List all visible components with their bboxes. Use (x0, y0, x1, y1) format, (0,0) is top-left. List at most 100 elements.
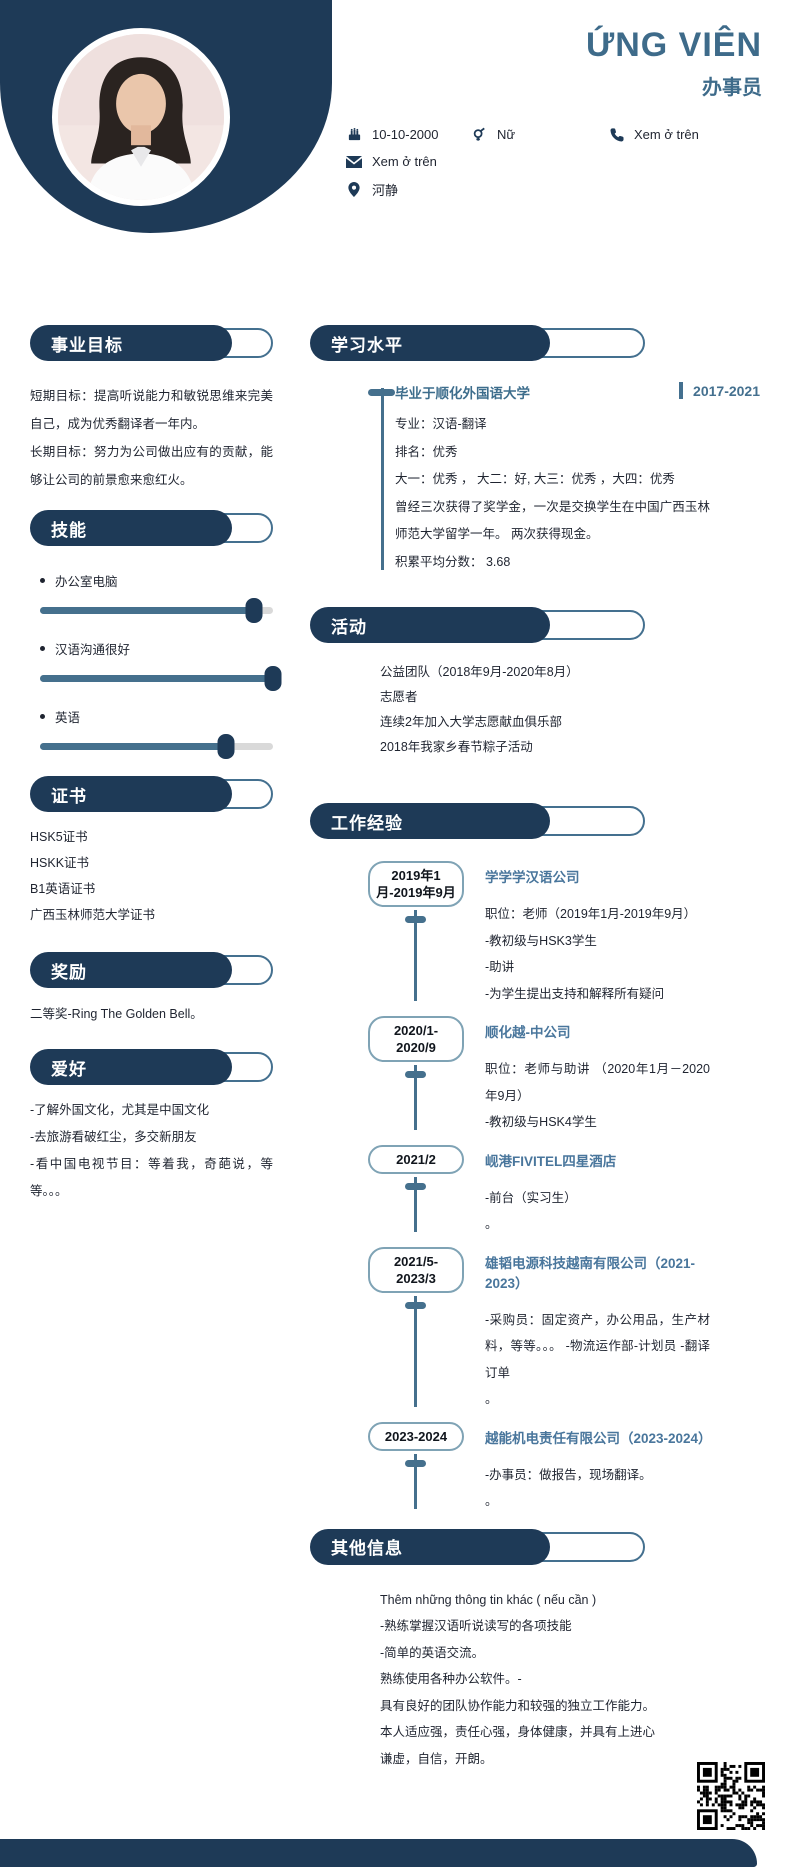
profile-photo-image (58, 34, 224, 200)
section-certificates-header: 证书 (30, 776, 273, 812)
timeline-line (414, 1295, 417, 1407)
timeline-marker-icon (405, 1071, 426, 1078)
timeline-marker-icon (405, 916, 426, 923)
section-title: 学习水平 (310, 325, 550, 361)
education-school: 毕业于顺化外国语大学 (395, 386, 530, 401)
email-icon (345, 155, 363, 168)
experience-company: 越能机电责任有限公司（2023-2024） (485, 1430, 712, 1446)
experience-detail: -采购员：固定资产，办公用品，生产材料，等等。。。 -物流运作部-计划员 -翻译… (485, 1312, 710, 1380)
contact-birthday: 10-10-2000 (345, 127, 439, 142)
skill-slider-thumb (217, 734, 235, 759)
bullet-icon (40, 578, 45, 583)
experience-company: 岘港FIVITEL四星酒店 (485, 1153, 617, 1169)
other-info-line: 谦虚，自信，开朗。 (380, 1751, 493, 1766)
period-bar-icon (679, 382, 684, 399)
experience-entry: 2023-2024 越能机电责任有限公司（2023-2024） -办事员：做报告… (310, 1421, 765, 1515)
experience-period-badge: 2019年1月-2019年9月 (368, 861, 464, 907)
skill-slider-fill (40, 743, 227, 750)
right-column: 学习水平 毕业于顺化外国语大学 2017-2021 专业：汉语-翻译 排名：优秀… (310, 325, 765, 1772)
experience-detail: -助讲 (485, 960, 515, 974)
objective-text-1: 短期目标：提高听说能力和敏锐思维来完美自己，成为优秀翻译者一年内。 (30, 389, 273, 431)
section-education-header: 学习水平 (310, 325, 645, 361)
timeline-line (414, 1453, 417, 1509)
section-hobbies-header: 爱好 (30, 1049, 273, 1085)
section-other-header: 其他信息 (310, 1528, 645, 1565)
certificate-item: B1英语证书 (30, 882, 96, 896)
certificate-item: HSKK证书 (30, 856, 90, 870)
section-title: 技能 (30, 510, 232, 546)
objective-text-2: 长期目标：努力为公司做出应有的贡献，能够让公司的前景愈来愈红火。 (30, 445, 273, 487)
experience-entry: 2021/5-2023/3 雄韬电源科技越南有限公司（2021-2023） -采… (310, 1246, 765, 1413)
experience-detail: -为学生提出支持和解释所有疑问 (485, 986, 665, 1001)
contact-phone-text: Xem ở trên (634, 127, 699, 142)
skill-slider-thumb (264, 666, 282, 691)
skill-slider (40, 598, 273, 623)
section-title: 事业目标 (30, 325, 232, 361)
experience-detail: 职位：老师（2019年1月-2019年9月） (485, 907, 697, 921)
contact-phone: Xem ở trên (607, 127, 699, 142)
activity-line: 2018年我家乡春节粽子活动 (380, 740, 533, 754)
education-detail: 大一：优秀 ， 大二：好, 大三：优秀 ，大四：优秀 (395, 472, 675, 486)
activity-line: 连续2年加入大学志愿献血俱乐部 (380, 715, 562, 729)
section-title: 其他信息 (310, 1528, 550, 1565)
experience-detail: -前台（实习生） (485, 1190, 577, 1205)
hobby-line: -去旅游看破红尘，多交新朋友 (30, 1130, 197, 1144)
bullet-icon (40, 714, 45, 719)
contact-email-text: Xem ở trên (372, 154, 437, 169)
left-column: 事业目标 短期目标：提高听说能力和敏锐思维来完美自己，成为优秀翻译者一年内。 长… (30, 325, 282, 1205)
phone-icon (607, 127, 625, 142)
section-title: 奖励 (30, 952, 232, 988)
hobby-line: -看中国电视节目：等着我，奇葩说，等等。。。 (30, 1157, 273, 1198)
contact-gender-text: Nữ (497, 127, 516, 142)
section-title: 爱好 (30, 1049, 232, 1085)
experience-detail: -办事员：做报告，现场翻译。 (485, 1467, 652, 1482)
experience-detail: 。 (485, 1494, 498, 1508)
skill-slider-fill (40, 607, 255, 614)
experience-period-badge: 2023-2024 (368, 1421, 464, 1451)
other-info-line: -简单的英语交流。 (380, 1645, 485, 1660)
other-info-line: 熟练使用各种办公软件。- (380, 1672, 522, 1686)
award-item: 二等奖-Ring The Golden Bell。 (30, 1007, 203, 1021)
section-activities-header: 活动 (310, 607, 645, 643)
certificate-item: 广西玉林师范大学证书 (30, 908, 156, 922)
profile-photo (52, 28, 230, 206)
experience-entry: 2020/1-2020/9 顺化越-中公司 职位：老师与助讲 （2020年1月－… (310, 1016, 765, 1136)
skill-slider (40, 734, 273, 759)
section-title: 证书 (30, 776, 232, 812)
experience-detail: 职位：老师与助讲 （2020年1月－2020年9月） (485, 1062, 710, 1103)
other-info-line: 具有良好的团队协作能力和较强的独立工作能力。 (380, 1698, 656, 1713)
hobby-line: -了解外国文化，尤其是中国文化 (30, 1103, 210, 1117)
contact-gender: Nữ (470, 127, 515, 142)
experience-period-badge: 2021/2 (368, 1144, 464, 1174)
skill-label: 汉语沟通很好 (55, 643, 131, 657)
skill-slider-fill (40, 675, 273, 682)
skill-slider (40, 666, 282, 691)
candidate-role: 办事员 (702, 77, 762, 99)
experience-period-badge: 2020/1-2020/9 (368, 1016, 464, 1062)
skill-label: 英语 (55, 711, 81, 725)
bullet-icon (40, 646, 45, 651)
experience-company: 雄韬电源科技越南有限公司（2021-2023） (485, 1255, 696, 1291)
experience-entry: 2021/2 岘港FIVITEL四星酒店 -前台（实习生） 。 (310, 1144, 765, 1238)
education-marker-icon (368, 389, 395, 396)
birthday-icon (345, 127, 363, 142)
qr-code (697, 1762, 765, 1830)
experience-period-badge: 2021/5-2023/3 (368, 1246, 464, 1293)
timeline-line (414, 1065, 417, 1130)
contact-email: Xem ở trên (345, 154, 437, 169)
skill-item: 办公室电脑 (40, 571, 273, 623)
section-title: 工作经验 (310, 803, 550, 839)
experience-detail: -教初级与HSK3学生 (485, 933, 597, 948)
experience-company: 顺化越-中公司 (485, 1025, 571, 1040)
other-info-line: 本人适应强，责任心强，身体健康，并具有上进心 (380, 1725, 656, 1739)
location-icon (345, 182, 363, 197)
gender-icon (470, 127, 488, 142)
experience-company: 学学学汉语公司 (485, 870, 580, 885)
skill-slider-thumb (245, 598, 263, 623)
activity-line: 志愿者 (380, 690, 418, 704)
skill-item: 汉语沟通很好 (40, 639, 282, 691)
skill-label: 办公室电脑 (55, 575, 118, 589)
contact-location: 河静 (345, 180, 398, 199)
education-block: 毕业于顺化外国语大学 2017-2021 专业：汉语-翻译 排名：优秀 大一：优… (310, 382, 765, 576)
